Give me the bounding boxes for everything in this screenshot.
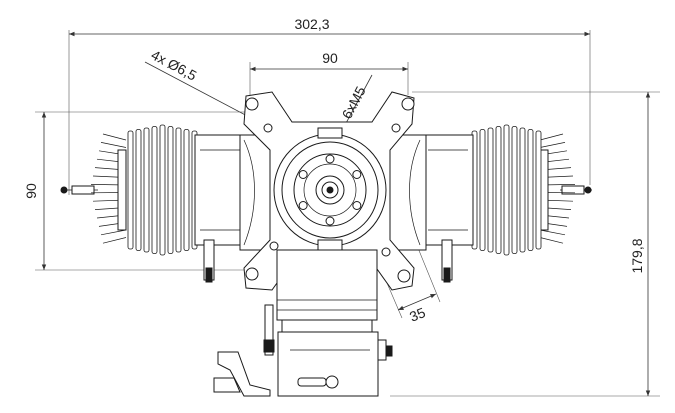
left-barrel-fins [127, 124, 198, 256]
thread-callout-label: 6xM5 [339, 83, 369, 121]
cooling-fin [127, 130, 134, 250]
cooling-fin [479, 129, 486, 251]
right-cylinder [387, 124, 592, 283]
height-right-label: 179,8 [629, 238, 645, 273]
cooling-fin [167, 126, 174, 254]
bolt-spacing-label: 90 [322, 50, 338, 66]
cooling-fin [135, 129, 142, 251]
mount-hole-top-right [401, 97, 415, 111]
offset-label: 35 [407, 304, 428, 325]
head-fin [102, 133, 127, 141]
dimension-height-right: 179,8 [390, 91, 660, 397]
overall-width-label: 302,3 [294, 16, 329, 32]
crankcase-hub [273, 127, 387, 251]
hole-callout-label: 4x Ø6,5 [149, 47, 200, 84]
hub-bolt [352, 201, 362, 210]
cooling-fin [495, 126, 502, 254]
lower-body [213, 249, 393, 397]
cooling-fin [487, 127, 494, 253]
hub-bolt [325, 216, 335, 226]
mount-hole-bottom-left [245, 267, 259, 281]
head-fin [539, 142, 566, 148]
cooling-fin [143, 127, 150, 253]
hub-bolt-circle [298, 154, 362, 226]
head-fin [100, 229, 127, 236]
cooling-fin [159, 124, 166, 256]
right-barrel-fins [471, 124, 542, 256]
cooling-fin [519, 127, 526, 253]
hub-bolt [298, 170, 308, 179]
head-fin [102, 237, 127, 244]
dimension-height-left: 90 [23, 111, 250, 271]
left-head-fins [90, 133, 127, 244]
head-fin [539, 133, 564, 141]
cooling-fin [183, 129, 190, 251]
cooling-fin [175, 127, 182, 253]
cooling-fin [527, 129, 534, 251]
mount-hole-top-left [245, 97, 259, 111]
cooling-fin [503, 124, 510, 256]
hub-bolt [325, 154, 335, 164]
hub-bolt [298, 201, 308, 210]
mount-hole-bottom-right [397, 269, 411, 283]
height-left-label: 90 [23, 183, 39, 199]
cooling-fin [151, 126, 158, 254]
head-fin [539, 237, 564, 244]
head-fin [539, 229, 566, 236]
dimension-overall-width: 302,3 [68, 16, 591, 195]
cooling-fin [511, 126, 518, 254]
head-fin [100, 142, 127, 148]
hub-bolt [352, 170, 362, 179]
cooling-fin [535, 130, 542, 250]
left-cylinder [60, 124, 275, 283]
